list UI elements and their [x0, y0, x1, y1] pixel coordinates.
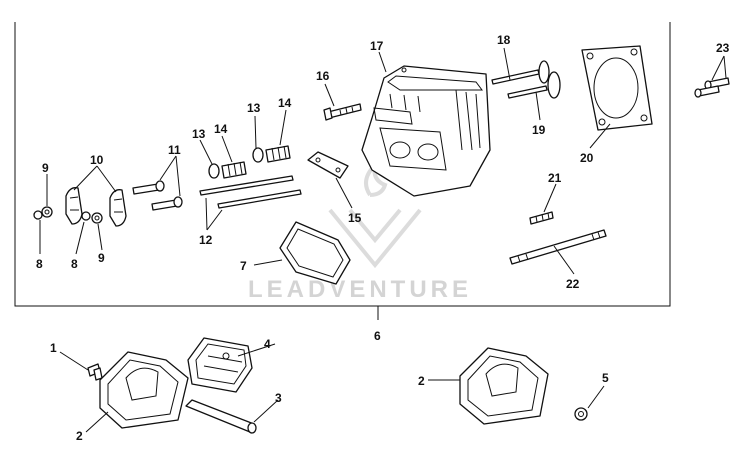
breather-assembly [187, 337, 253, 393]
rocker-stud-lower [151, 196, 183, 211]
callout-2-right: 2 [418, 374, 425, 388]
short-stud [529, 211, 554, 225]
rocker-nut-right [91, 212, 103, 224]
push-rod-upper [199, 175, 294, 196]
callout-14-right: 14 [278, 96, 292, 110]
callout-6: 6 [374, 329, 381, 343]
head-gasket [581, 45, 653, 131]
rocker-cover-gasket [279, 221, 351, 285]
rocker-cover-left [99, 351, 189, 429]
intake-valve [507, 71, 561, 99]
exhaust-valve [491, 60, 550, 85]
callout-15: 15 [348, 211, 362, 225]
callout-21: 21 [548, 171, 562, 185]
callout-19: 19 [532, 123, 546, 137]
callout-23: 23 [716, 41, 730, 55]
callout-1: 1 [50, 341, 57, 355]
head-bolt [323, 103, 362, 121]
assembly-bracket [14, 22, 671, 307]
callout-13-right: 13 [247, 101, 261, 115]
rocker-pivot-left [33, 210, 43, 220]
callout-4: 4 [264, 337, 271, 351]
callout-8-left: 8 [36, 257, 43, 271]
rocker-nut-left [41, 206, 53, 218]
callout-18: 18 [497, 33, 511, 47]
callout-12: 12 [199, 233, 213, 247]
watermark-logo: LEADVENTURE [248, 158, 472, 303]
callout-8-right: 8 [71, 257, 78, 271]
rocker-cover-right [459, 347, 549, 425]
callout-17: 17 [370, 39, 384, 53]
callout-numbers: 9 10 11 8 8 9 12 13 14 13 14 15 7 16 17 … [36, 33, 730, 443]
push-rod-lower [217, 189, 302, 209]
rocker-pivot-right [81, 211, 91, 221]
breather-tube [185, 399, 257, 434]
dowel-pin-upper [704, 77, 730, 90]
rocker-stud-upper [132, 180, 165, 195]
callout-2-left: 2 [76, 429, 83, 443]
leader-lines [39, 47, 727, 433]
valve-spring-left [221, 161, 247, 179]
cylinder-head [361, 65, 491, 197]
rocker-arm-right [109, 189, 127, 227]
push-rod-guide-plate [307, 151, 349, 179]
cover-nut [574, 407, 588, 421]
callout-9-right: 9 [98, 251, 105, 265]
valve-spring-right [265, 145, 291, 163]
watermark-text: LEADVENTURE [248, 276, 472, 303]
dowel-pin-lower [694, 85, 720, 98]
long-stud [509, 229, 607, 265]
callout-7: 7 [240, 259, 247, 273]
callout-20: 20 [580, 151, 594, 165]
callout-16: 16 [316, 69, 330, 83]
callout-11: 11 [168, 143, 181, 157]
rocker-arm-left [65, 187, 83, 225]
callout-22: 22 [566, 277, 580, 291]
valve-retainer-right [252, 147, 264, 163]
callout-10: 10 [90, 153, 104, 167]
valve-retainer-left [208, 163, 220, 179]
callout-9-left: 9 [42, 161, 49, 175]
callout-14-left: 14 [214, 122, 228, 136]
rocker-cover-screw [87, 363, 103, 381]
callout-13-left: 13 [192, 127, 206, 141]
callout-3: 3 [275, 391, 282, 405]
callout-5: 5 [602, 371, 609, 385]
